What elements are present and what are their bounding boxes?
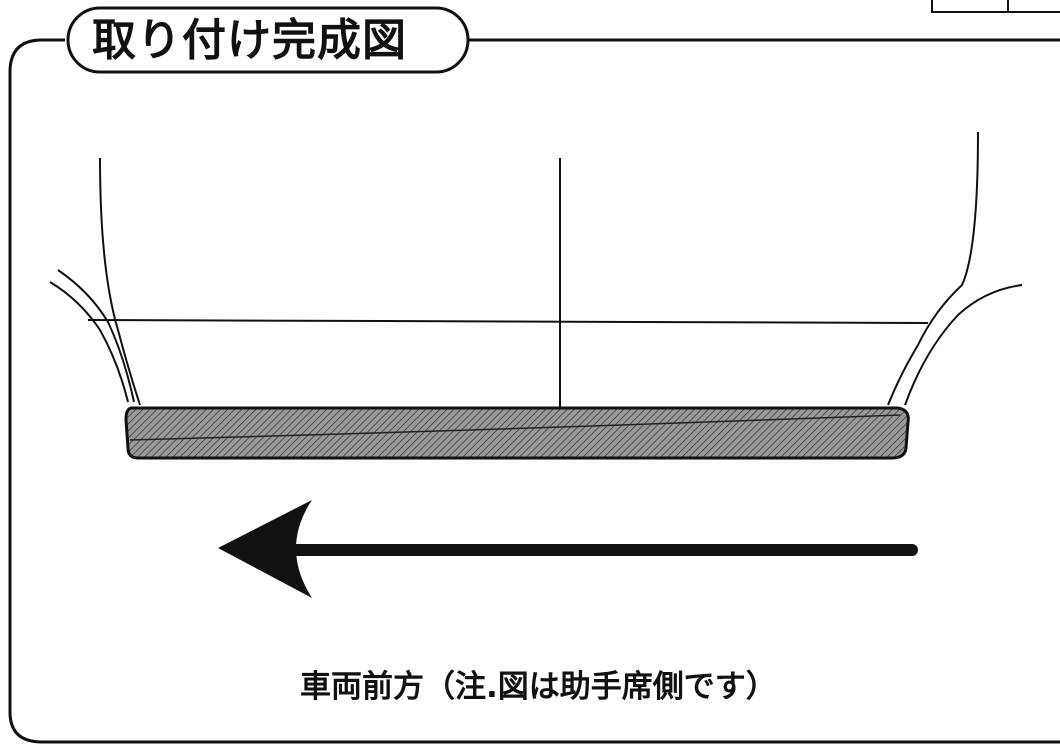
vehicle-body-outline [49,131,1023,408]
corner-box [931,0,1060,13]
right-wheelarch-line [904,284,1023,406]
arrow-left-icon [218,500,918,598]
left-pillar-line [99,157,141,406]
left-wheelarch-inner [57,269,135,403]
diagram-title: 取り付け完成図 [92,15,407,66]
direction-caption: 車両前方（注.図は助手席側です） [300,669,777,705]
title-capsule [66,6,470,74]
diagram-frame [8,38,1060,744]
right-pillar-line [887,131,979,406]
left-wheelarch-outer [49,281,129,403]
side-step-bar [124,406,910,460]
sill-horizontal-line [87,319,929,324]
